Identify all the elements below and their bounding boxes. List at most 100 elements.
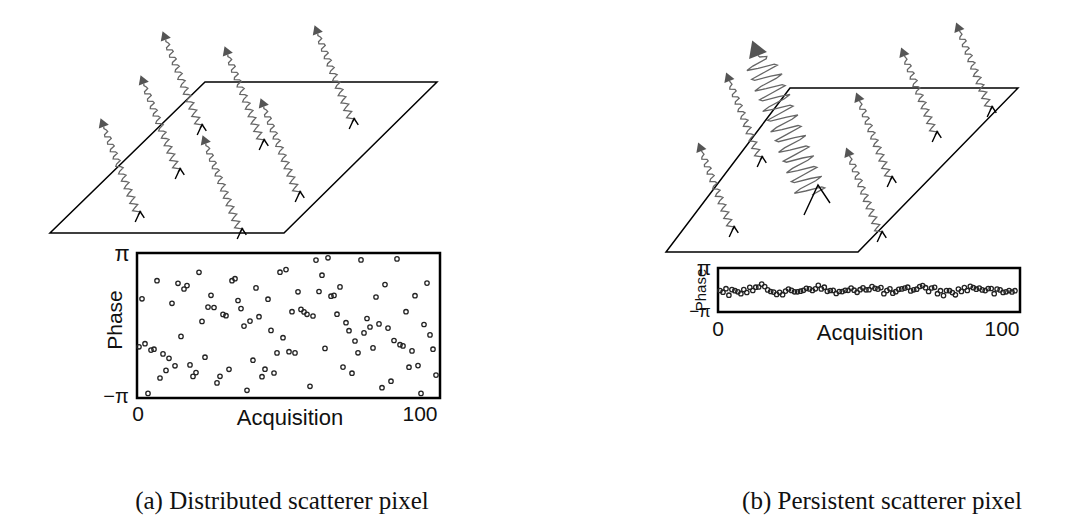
phase-sample <box>888 287 892 291</box>
phase-sample <box>965 288 969 292</box>
phase-sample <box>251 358 255 362</box>
wave-arrowhead <box>696 143 706 153</box>
phase-sample <box>200 319 204 323</box>
phase-sample <box>383 282 387 286</box>
phase-sample <box>293 351 297 355</box>
phase-sample <box>272 371 276 375</box>
phase-sample <box>224 314 228 318</box>
axis-tick: −π <box>103 386 128 406</box>
phase-sample <box>332 293 336 297</box>
phase-sample <box>380 386 384 390</box>
phase-sample <box>245 388 249 392</box>
phase-sample <box>392 338 396 342</box>
phase-sample <box>227 367 231 371</box>
phase-sample <box>745 290 749 294</box>
axis-tick: 100 <box>984 318 1019 339</box>
wave-arrowhead <box>854 93 864 103</box>
scatter-wave <box>206 144 243 232</box>
phase-sample <box>209 293 213 297</box>
phase-sample <box>284 267 288 271</box>
axis-tick: 0 <box>132 403 144 424</box>
phase-sample <box>404 310 408 314</box>
phase-sample <box>308 384 312 388</box>
phase-plot-frame <box>718 268 1020 312</box>
scatterer-mark <box>877 232 886 243</box>
wave-arrowhead <box>99 118 109 128</box>
scatter-wave <box>701 151 734 230</box>
phase-sample <box>170 301 174 305</box>
scatterer-mark <box>729 227 738 238</box>
phase-sample <box>188 363 192 367</box>
phase-sample <box>212 305 216 309</box>
phase-sample <box>422 322 426 326</box>
wave-arrowhead <box>313 25 323 35</box>
phase-sample <box>386 326 390 330</box>
scatterer-mark <box>757 157 766 168</box>
phase-sample <box>1013 289 1017 293</box>
scatterer-mark <box>237 229 246 240</box>
phase-sample <box>335 312 339 316</box>
phase-sample <box>326 256 330 260</box>
phase-sample <box>164 368 168 372</box>
phase-sample <box>410 349 414 353</box>
scatterer-mark <box>349 119 358 130</box>
phase-sample <box>140 297 144 301</box>
phase-sample <box>419 391 423 395</box>
phase-sample <box>233 277 237 281</box>
axis-tick: 0 <box>712 318 724 339</box>
phase-sample <box>320 273 324 277</box>
scatter-wave <box>104 127 141 215</box>
phase-sample <box>266 297 270 301</box>
phase-sample <box>344 321 348 325</box>
phase-sample <box>434 373 438 377</box>
phase-sample <box>879 285 883 289</box>
scatter-wave <box>904 56 937 135</box>
phase-sample <box>215 381 219 385</box>
scatter-wave <box>849 156 882 235</box>
phase-sample <box>257 315 261 319</box>
scatter-wave <box>959 31 992 110</box>
axis-tick: −π <box>689 303 711 320</box>
phase-sample <box>359 258 363 262</box>
wave-arrowhead <box>899 48 909 58</box>
scatterer-mark <box>295 192 304 203</box>
phase-sample <box>152 347 156 351</box>
phase-sample <box>203 355 207 359</box>
phase-sample <box>989 286 993 290</box>
phase-sample <box>194 370 198 374</box>
wave-arrowhead <box>259 98 269 108</box>
phase-sample <box>938 289 942 293</box>
phase-sample <box>254 286 258 290</box>
phase-sample <box>314 258 318 262</box>
phase-sample <box>368 325 372 329</box>
phase-sample <box>350 371 354 375</box>
wave-arrowhead <box>201 135 211 145</box>
phase-sample <box>155 279 159 283</box>
scatterer-mark <box>259 140 268 151</box>
phase-sample <box>197 270 201 274</box>
phase-sample <box>206 305 210 309</box>
phase-plot-frame <box>137 253 440 398</box>
scatter-wave <box>228 55 265 143</box>
wave-arrowhead <box>139 75 149 85</box>
pixel-plane <box>666 88 1018 252</box>
phase-sample <box>287 350 291 354</box>
phase-sample <box>296 290 300 294</box>
phase-sample <box>413 294 417 298</box>
phase-sample <box>431 347 435 351</box>
axis-title: Phase <box>104 290 125 350</box>
scatterer-mark <box>987 107 996 118</box>
axis-tick: π <box>114 243 129 265</box>
phase-sample <box>218 374 222 378</box>
phase-sample <box>371 346 375 350</box>
scatter-wave <box>144 84 181 172</box>
phase-sample <box>362 331 366 335</box>
phase-sample <box>269 328 273 332</box>
scatter-wave <box>747 56 825 196</box>
phase-sample <box>341 365 345 369</box>
phase-sample <box>377 322 381 326</box>
phase-sample <box>407 365 411 369</box>
wave-arrowhead <box>223 46 233 56</box>
phase-sample <box>248 319 252 323</box>
